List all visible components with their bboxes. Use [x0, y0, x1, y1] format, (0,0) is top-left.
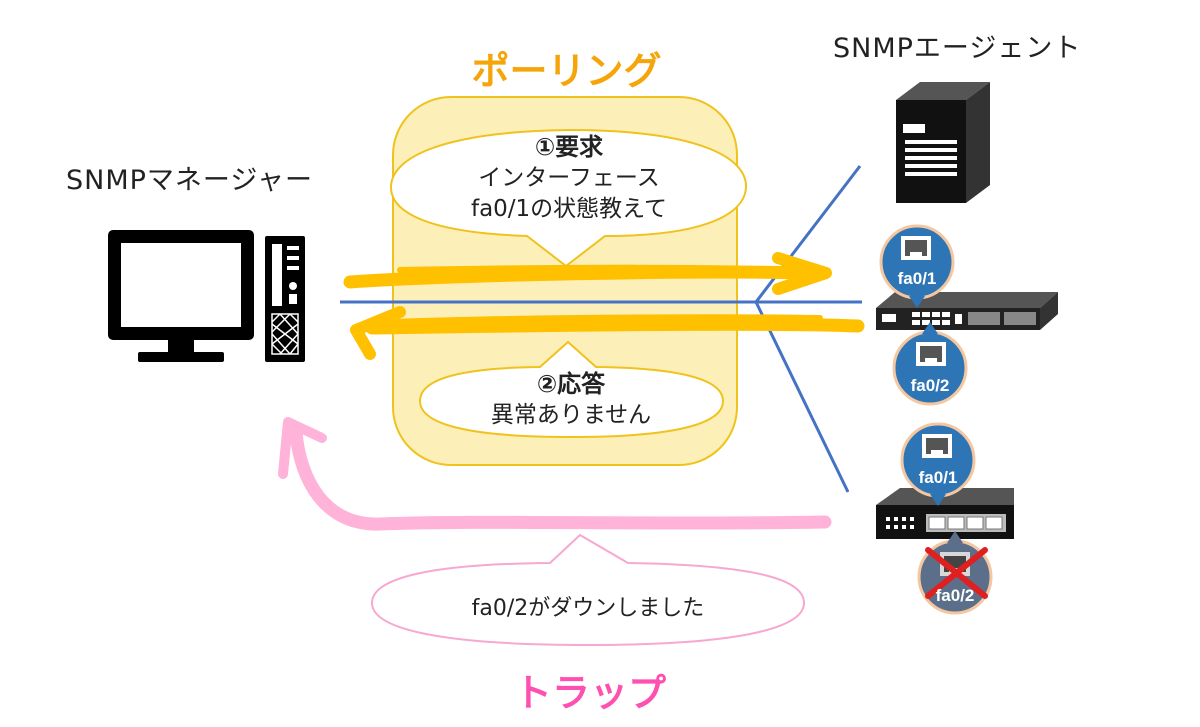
request-line-2: fa0/1の状態教えて: [470, 196, 668, 222]
request-line-1: インターフェース: [478, 165, 660, 191]
network-lines: [340, 165, 862, 493]
switch2-port-bottom-label: fa0/2: [935, 586, 975, 605]
agent-label: SNMPエージェント: [833, 33, 1082, 64]
switch2-port-top-badge: [900, 422, 976, 506]
desktop-switch-icon: [876, 488, 1014, 539]
response-line-1: 異常ありません: [490, 402, 652, 428]
switch1-port-bottom-label: fa0/2: [910, 376, 950, 395]
x-mark-icon: [925, 547, 988, 599]
ethernet-port-icon: [922, 434, 952, 458]
switch1-port-top-badge: [879, 224, 955, 308]
polling-title: ポーリング: [471, 49, 662, 93]
request-bubble: [389, 128, 748, 268]
switch1-port-bottom-badge: [892, 322, 968, 406]
ethernet-port-icon: [916, 342, 946, 366]
request-title: ①要求: [534, 133, 604, 161]
rack-switch-icon: [876, 292, 1058, 330]
switch2-port-top-label: fa0/1: [918, 468, 958, 487]
trap-bubble: [370, 533, 806, 647]
response-title: ②応答: [536, 370, 606, 398]
server-tower-icon: [896, 82, 990, 203]
switch1-port-top-label: fa0/1: [897, 269, 937, 288]
response-arrow: [350, 306, 865, 360]
manager-label: SNMPマネージャー: [66, 165, 314, 196]
trap-title: トラップ: [513, 671, 666, 715]
ethernet-port-icon: [901, 236, 931, 260]
response-bubble: [418, 340, 725, 439]
trap-message: fa0/2がダウンしました: [471, 596, 705, 621]
request-arrow: [343, 252, 832, 295]
switch2-port-bottom-badge: [917, 531, 993, 615]
trap-arrow: [278, 417, 832, 531]
desktop-computer-icon: [108, 230, 305, 362]
